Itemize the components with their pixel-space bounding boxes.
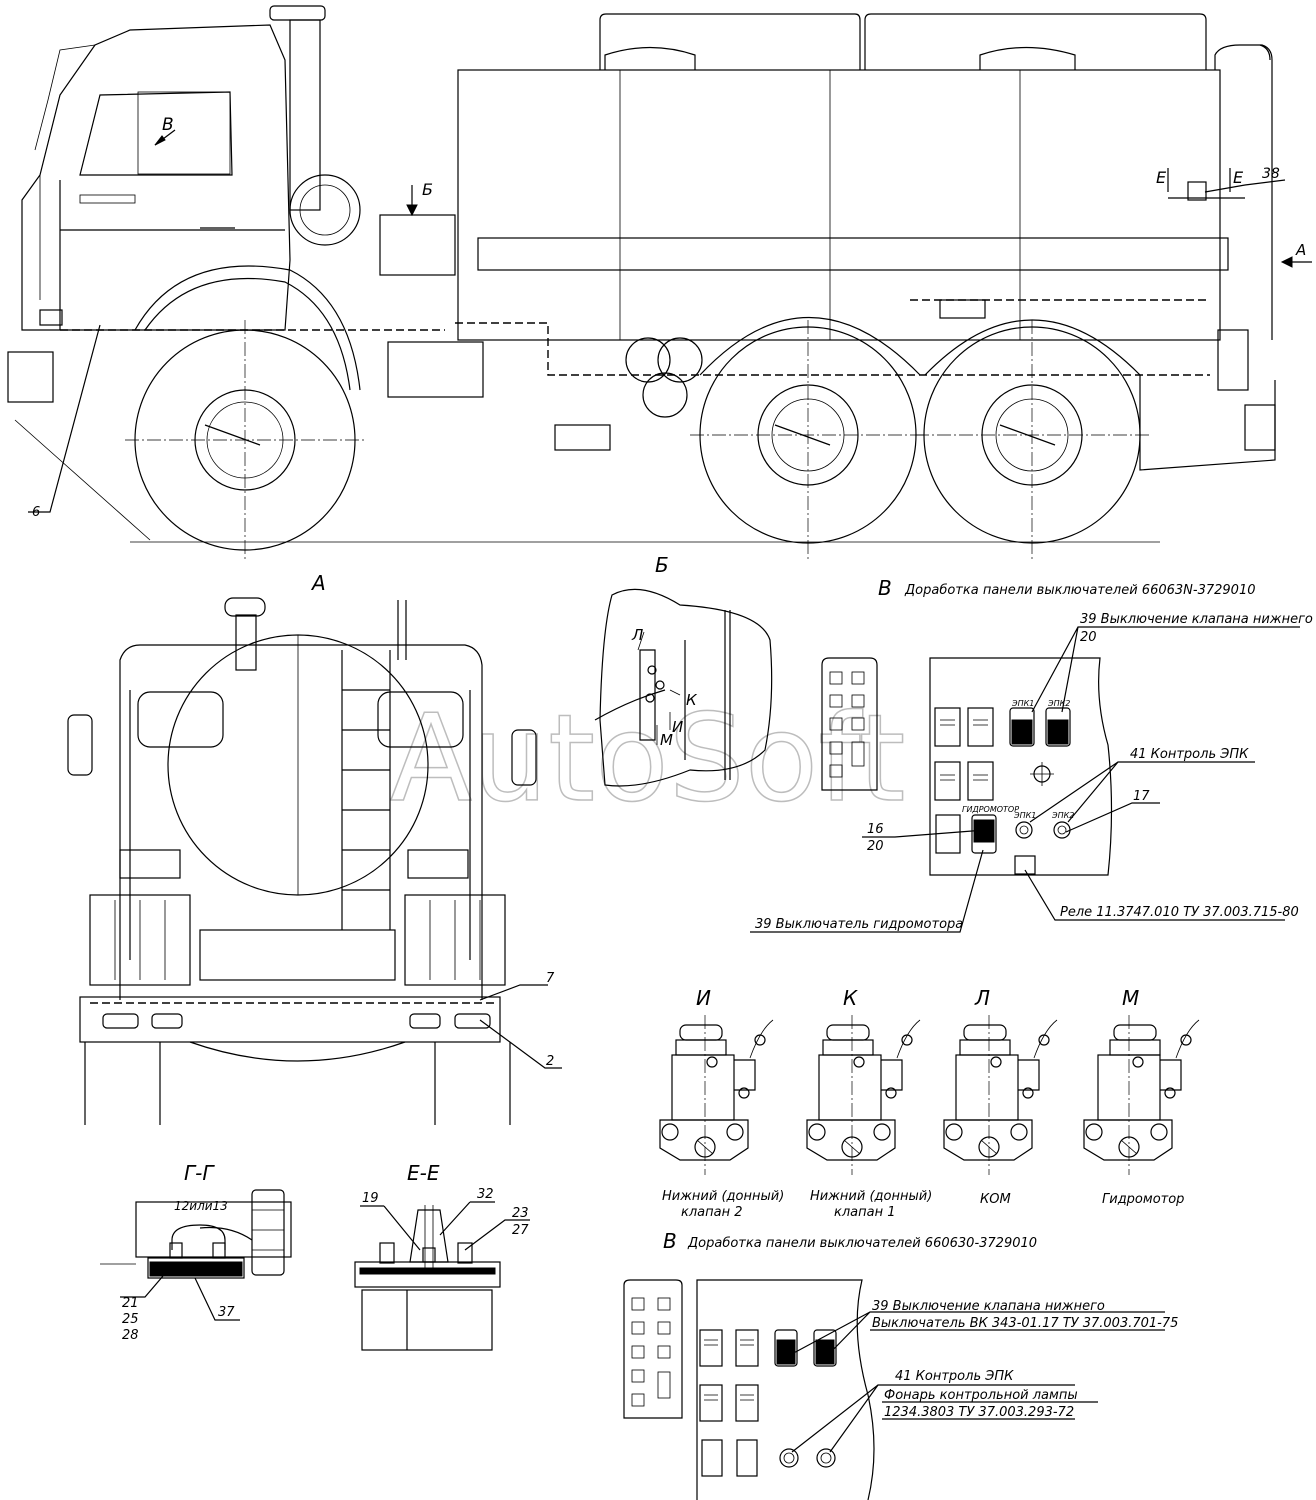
hydromotor-label: ГИДРОМОТОР: [962, 805, 1019, 814]
label-23: 23: [512, 1206, 529, 1221]
valve-m-letter: М: [1122, 986, 1139, 1010]
label-relay: Реле 11.3747.010 ТУ 37.003.715-80: [1060, 905, 1299, 920]
section-ee-title: Е-Е: [407, 1161, 440, 1185]
detail-letter-m: М: [660, 731, 673, 749]
detail-letter-l: Л: [631, 626, 643, 644]
label-28: 28: [122, 1328, 139, 1343]
panel-bottom: В Доработка панели выключателей 660630-3…: [623, 1229, 1178, 1500]
callout-b: Б: [422, 180, 433, 199]
callout-v: В: [162, 115, 174, 135]
callout-6: 6: [32, 505, 40, 520]
label-vk: Выключатель ВК 343-01.17 ТУ 37.003.701-7…: [872, 1316, 1178, 1331]
label-17: 17: [1133, 789, 1150, 804]
panel-top: В Доработка панели выключателей 66063N-3…: [750, 576, 1313, 933]
label-lamp-1: Фонарь контрольной лампы: [884, 1388, 1078, 1403]
valve-l: Л КОМ: [943, 986, 1058, 1207]
label-37: 37: [218, 1305, 235, 1320]
label-lamp-2: 1234.3803 ТУ 37.003.293-72: [884, 1405, 1074, 1420]
front-view-title: А: [310, 571, 326, 595]
lamp-epk2-label: ЭПК2: [1051, 811, 1074, 820]
valve-k: К Нижний (донный) клапан 1: [806, 986, 932, 1220]
cab-window-inner: [137, 91, 231, 175]
detail-b: Б Л К И М: [594, 553, 773, 787]
valves: И Нижний (донный) клапан 2 К: [659, 986, 1200, 1220]
section-gg: Г-Г 12или13 21 25 28 37: [100, 1161, 292, 1343]
label-39-hydro: 39 Выключатель гидромотора: [755, 917, 963, 932]
harness-line: [60, 299, 1210, 376]
valve-m: М Гидромотор: [1083, 986, 1200, 1207]
label-20-epk: 20: [1080, 630, 1097, 645]
detail-letter-k: К: [686, 691, 698, 709]
tank-hatch-2: [979, 46, 1076, 70]
callout-7: 7: [546, 971, 555, 986]
cab-outline: [21, 24, 291, 331]
valve-k-caption-1: Нижний (донный): [810, 1189, 932, 1204]
panel-bottom-letter: В: [663, 1229, 677, 1253]
detail-letter-i: И: [672, 718, 683, 736]
watermark: AutoSoft: [390, 690, 905, 829]
tank-body: [457, 69, 1221, 341]
valve-i-letter: И: [696, 986, 711, 1010]
switch-epk1-label: ЭПК1: [1011, 699, 1034, 708]
valve-i-caption-1: Нижний (донный): [662, 1189, 784, 1204]
callout-e-left: Е: [1156, 168, 1167, 187]
label-25: 25: [122, 1312, 139, 1327]
valve-m-caption-1: Гидромотор: [1102, 1192, 1184, 1207]
label-19: 19: [362, 1191, 379, 1206]
front-view-a: А 7 2: [67, 571, 562, 1125]
valve-l-caption-1: КОМ: [980, 1192, 1011, 1207]
label-39-bottom: 39 Выключение клапана нижнего: [872, 1299, 1105, 1314]
lamp-epk1-label: ЭПК1: [1013, 811, 1036, 820]
label-20-hydro: 20: [867, 839, 884, 854]
label-21: 21: [122, 1296, 139, 1311]
label-27: 27: [512, 1223, 529, 1238]
valve-k-letter: К: [843, 986, 858, 1010]
side-view: В Б Е Е 38 А 6: [7, 5, 1312, 560]
cab-window: [79, 91, 233, 176]
valve-i-caption-2: клапан 2: [681, 1205, 743, 1220]
tank-hatch-1: [604, 46, 696, 70]
label-41-bottom: 41 Контроль ЭПК: [895, 1369, 1014, 1384]
bumper: [7, 351, 54, 403]
callout-38: 38: [1262, 166, 1280, 182]
callout-a: А: [1295, 241, 1306, 259]
callout-e-right: Е: [1233, 168, 1244, 187]
label-12-13: 12или13: [174, 1199, 228, 1213]
valve-l-letter: Л: [974, 986, 990, 1010]
detail-b-title: Б: [655, 553, 669, 577]
section-gg-title: Г-Г: [184, 1161, 215, 1185]
switch-epk2-label: ЭПК2: [1047, 699, 1070, 708]
section-ee: Е-Е 19 32 23 27: [354, 1161, 530, 1351]
panel-bottom-title: Доработка панели выключателей 660630-372…: [687, 1236, 1037, 1251]
label-41: 41 Контроль ЭПК: [1130, 747, 1249, 762]
valve-k-caption-2: клапан 1: [834, 1205, 896, 1220]
callout-2: 2: [546, 1054, 554, 1069]
panel-top-letter: В: [878, 576, 892, 600]
label-16: 16: [867, 822, 884, 837]
valve-i: И Нижний (донный) клапан 2: [659, 986, 784, 1220]
panel-top-title: Доработка панели выключателей 66063N-372…: [904, 583, 1255, 598]
battery-box: [387, 341, 484, 398]
label-39-epk: 39 Выключение клапана нижнего: [1080, 612, 1313, 627]
label-32: 32: [477, 1187, 494, 1202]
